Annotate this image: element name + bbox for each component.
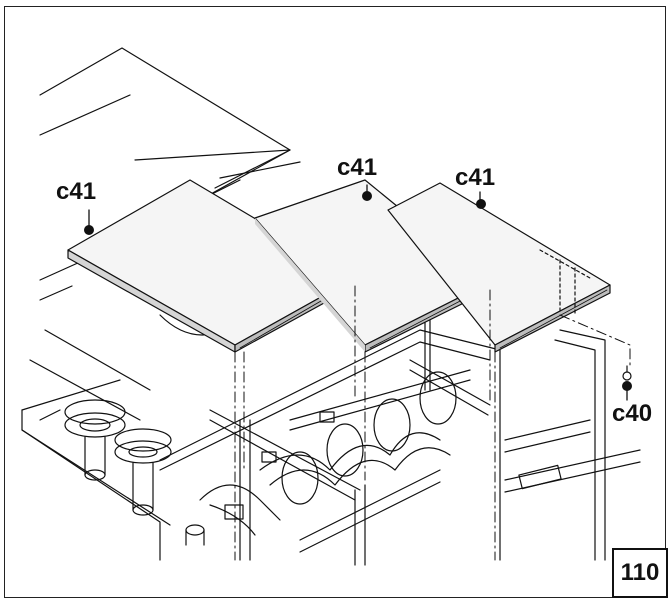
callout-dots bbox=[84, 191, 632, 391]
callout-c40-screw: c40 bbox=[612, 400, 653, 427]
machine-body-left bbox=[21, 314, 226, 561]
pipe-flanges bbox=[64, 399, 205, 546]
alignment-lines bbox=[234, 285, 631, 561]
page-number: 110 bbox=[612, 548, 668, 598]
cover-panel-right bbox=[387, 182, 611, 353]
callout-c41-left: c41 bbox=[56, 178, 97, 205]
screw-icon bbox=[622, 365, 632, 381]
callout-c41-middle: c41 bbox=[337, 154, 378, 181]
auger-assembly bbox=[199, 369, 471, 536]
internal-frame bbox=[159, 319, 641, 566]
diagram-frame bbox=[4, 6, 666, 598]
callout-c41-right: c41 bbox=[455, 164, 496, 191]
